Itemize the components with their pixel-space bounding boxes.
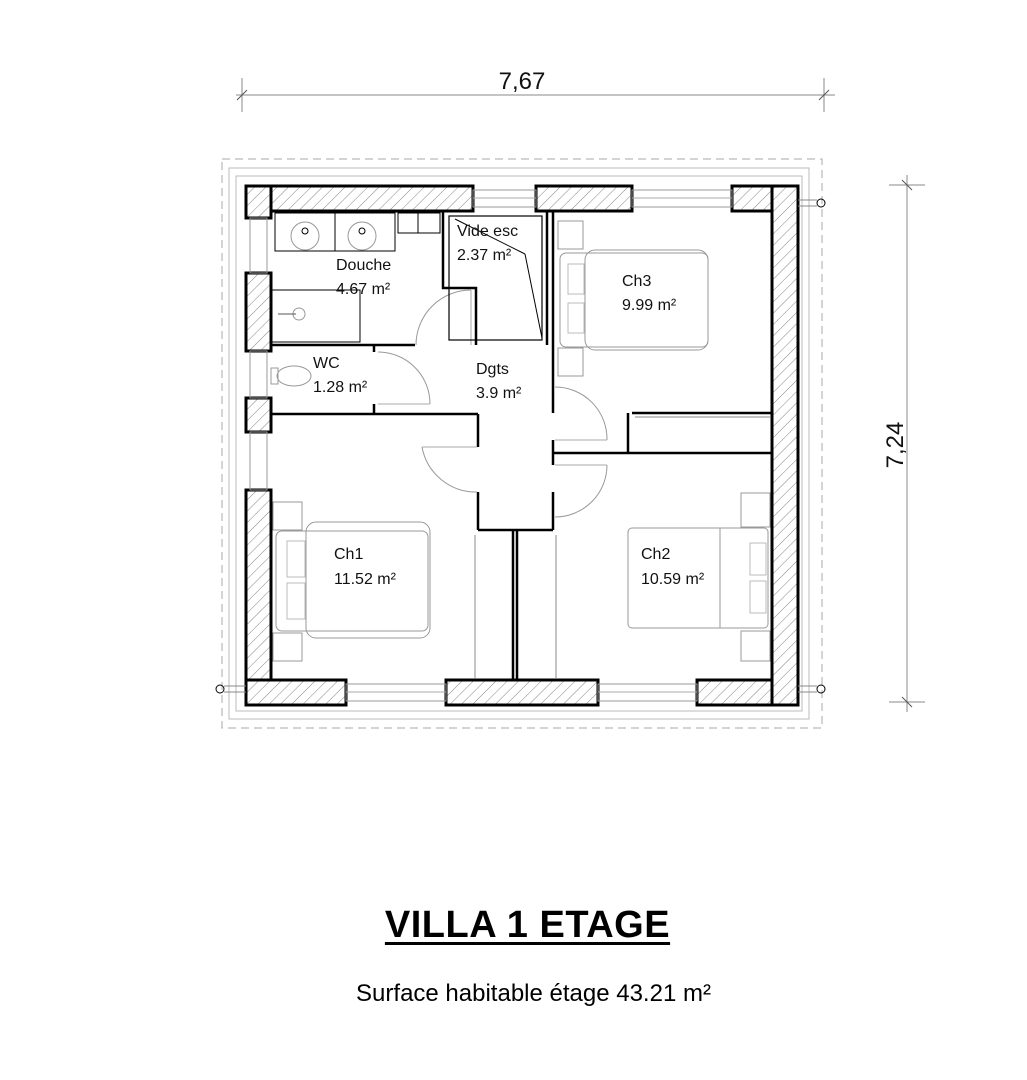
room-label-ch3: Ch3 9.99 m² — [622, 273, 677, 314]
room-area: 10.59 m² — [641, 571, 705, 588]
room-label-dgts: Dgts 3.9 m² — [476, 361, 522, 402]
room-name: Dgts — [476, 361, 509, 378]
room-area: 4.67 m² — [336, 281, 391, 298]
height-dimension: 7,24 — [882, 175, 925, 712]
height-dimension-label: 7,24 — [882, 422, 909, 469]
exterior-walls — [244, 184, 800, 707]
bed-ch3 — [557, 220, 709, 377]
room-name: Douche — [336, 257, 391, 274]
room-label-vide-esc: Vide esc 2.37 m² — [457, 223, 518, 264]
room-label-wc: WC 1.28 m² — [313, 355, 368, 396]
interior-partitions — [271, 211, 772, 680]
bathroom-fixtures — [270, 212, 441, 387]
windows — [249, 189, 733, 702]
room-name: Ch2 — [641, 546, 670, 563]
room-area: 1.28 m² — [313, 379, 368, 396]
stair-void — [448, 215, 543, 341]
room-label-douche: Douche 4.67 m² — [336, 257, 391, 298]
room-area: 11.52 m² — [334, 571, 397, 588]
room-name: WC — [313, 355, 340, 372]
closets — [474, 416, 770, 678]
width-dimension-label: 7,67 — [499, 68, 546, 95]
room-area: 2.37 m² — [457, 247, 512, 264]
room-label-ch1: Ch1 11.52 m² — [334, 546, 397, 588]
exterior-fixtures — [215, 198, 826, 694]
width-dimension: 7,67 — [236, 68, 835, 112]
plan-subtitle: Surface habitable étage 43.21 m² — [356, 980, 711, 1007]
bed-ch1 — [272, 501, 431, 662]
room-name: Ch1 — [334, 546, 363, 563]
room-name: Vide esc — [457, 223, 518, 240]
bed-ch2 — [627, 492, 771, 662]
room-name: Ch3 — [622, 273, 651, 290]
building-outline — [221, 158, 823, 729]
door-swings — [377, 289, 608, 518]
room-area: 3.9 m² — [476, 385, 522, 402]
plan-title: VILLA 1 ETAGE — [384, 904, 671, 946]
room-label-ch2: Ch2 10.59 m² — [641, 546, 705, 588]
room-area: 9.99 m² — [622, 297, 677, 314]
